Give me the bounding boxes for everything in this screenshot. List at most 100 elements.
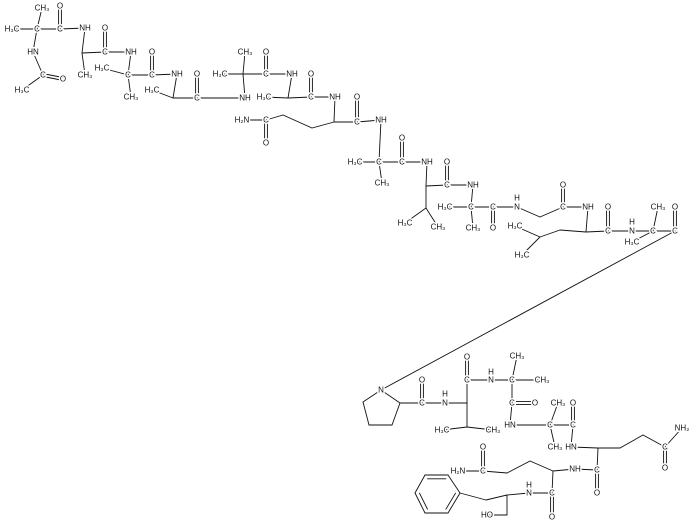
single-bond: [539, 206, 564, 218]
single-bond: [287, 96, 312, 99]
single-bond: [425, 207, 439, 228]
single-bond: [585, 206, 589, 233]
single-bond: [511, 355, 518, 381]
atom-label: C: [40, 71, 46, 80]
single-bond: [482, 470, 508, 474]
single-bond: [570, 424, 574, 448]
single-bond: [81, 51, 106, 54]
atom-label: C: [650, 227, 656, 236]
atom-label: NH: [582, 203, 594, 212]
atom-label: O: [102, 24, 108, 33]
atom-label: HN: [504, 421, 516, 430]
single-bond: [447, 492, 461, 514]
atom-label: O: [662, 464, 668, 473]
atom-label: O: [263, 139, 269, 148]
single-bond: [414, 492, 426, 514]
atom-label: C: [263, 116, 269, 125]
atom-label: C: [376, 158, 382, 167]
double-bond: [42, 75, 64, 81]
atom-label: HN: [565, 443, 577, 452]
single-bond: [529, 460, 554, 472]
single-bond: [362, 389, 382, 403]
atom-label: C: [605, 227, 611, 236]
single-bond: [380, 230, 676, 391]
single-bond: [509, 402, 513, 426]
atom-label: H₃C: [15, 86, 30, 95]
atom-label: H₂N: [235, 116, 250, 125]
atom-label: O: [194, 70, 200, 79]
atom-label: CH₃: [431, 223, 446, 232]
atom-label: O: [354, 93, 360, 102]
atom-label: O: [605, 203, 611, 212]
atom-label: O: [57, 2, 63, 11]
atom-label: O: [532, 399, 538, 408]
single-bond: [549, 424, 556, 448]
atom-label: O: [570, 399, 576, 408]
single-bond: [506, 460, 531, 474]
atom-label: O: [549, 513, 555, 522]
single-bond: [514, 225, 541, 238]
atom-label: H₃C: [398, 219, 413, 228]
atom-label: NH₂: [675, 424, 690, 433]
single-bond: [570, 446, 599, 449]
atom-label: C: [308, 93, 314, 102]
single-bond: [151, 89, 174, 99]
atom-label: C: [549, 489, 555, 498]
single-bond: [172, 73, 178, 99]
atom-label: H: [488, 368, 494, 377]
atom-label: H: [629, 218, 635, 227]
atom-label: CH₃: [124, 93, 139, 102]
single-bond: [21, 74, 44, 91]
atom-label: CH₃: [551, 399, 566, 408]
atom-label: N: [629, 227, 635, 236]
atom-label: C: [509, 376, 515, 385]
atom-label: H₃C: [438, 203, 453, 212]
single-bond: [356, 119, 382, 123]
atom-label: H₃C: [435, 426, 450, 435]
single-bond: [596, 447, 599, 471]
single-bond: [441, 426, 468, 431]
atom-label: H₃C: [348, 158, 363, 167]
atom-label: O: [444, 158, 450, 167]
single-bond: [311, 121, 335, 129]
bonds: [11, 5, 683, 518]
atom-label: H₂N: [451, 467, 466, 476]
single-bond: [378, 119, 382, 163]
atom-label: H₃C: [95, 64, 110, 73]
atom-label: H: [526, 481, 532, 490]
double-bond: [42, 73, 64, 79]
atom-label: C: [194, 94, 200, 103]
single-bond: [447, 474, 461, 494]
atom-label: C: [125, 71, 131, 80]
atom-label: NH: [329, 93, 341, 102]
atom-label: O: [490, 224, 496, 233]
atom-label: C: [34, 25, 40, 34]
single-bond: [516, 206, 541, 218]
single-bond: [551, 470, 554, 494]
single-bond: [287, 73, 293, 99]
single-bond: [333, 96, 336, 123]
aromatic-double-bond: [445, 492, 456, 510]
atom-label: O: [480, 443, 486, 452]
atom-label: C: [490, 203, 496, 212]
atom-label: NH: [467, 181, 479, 190]
atom-label: NH: [375, 116, 387, 125]
single-bond: [32, 51, 44, 76]
atom-label: N: [488, 376, 494, 385]
atom-label: NH: [79, 24, 91, 33]
single-bond: [425, 184, 448, 187]
single-bond: [404, 207, 427, 224]
atom-label: NH: [239, 94, 251, 103]
atom-label: CH₃: [486, 426, 501, 435]
single-bond: [242, 51, 246, 75]
atom-label: C: [594, 466, 600, 475]
single-bond: [36, 7, 43, 30]
atom-label: NH: [125, 48, 137, 57]
atom-label: C: [102, 48, 108, 57]
atom-label: CH₃: [548, 443, 563, 452]
atom-label: H₃C: [515, 251, 530, 260]
single-bond: [362, 401, 370, 426]
